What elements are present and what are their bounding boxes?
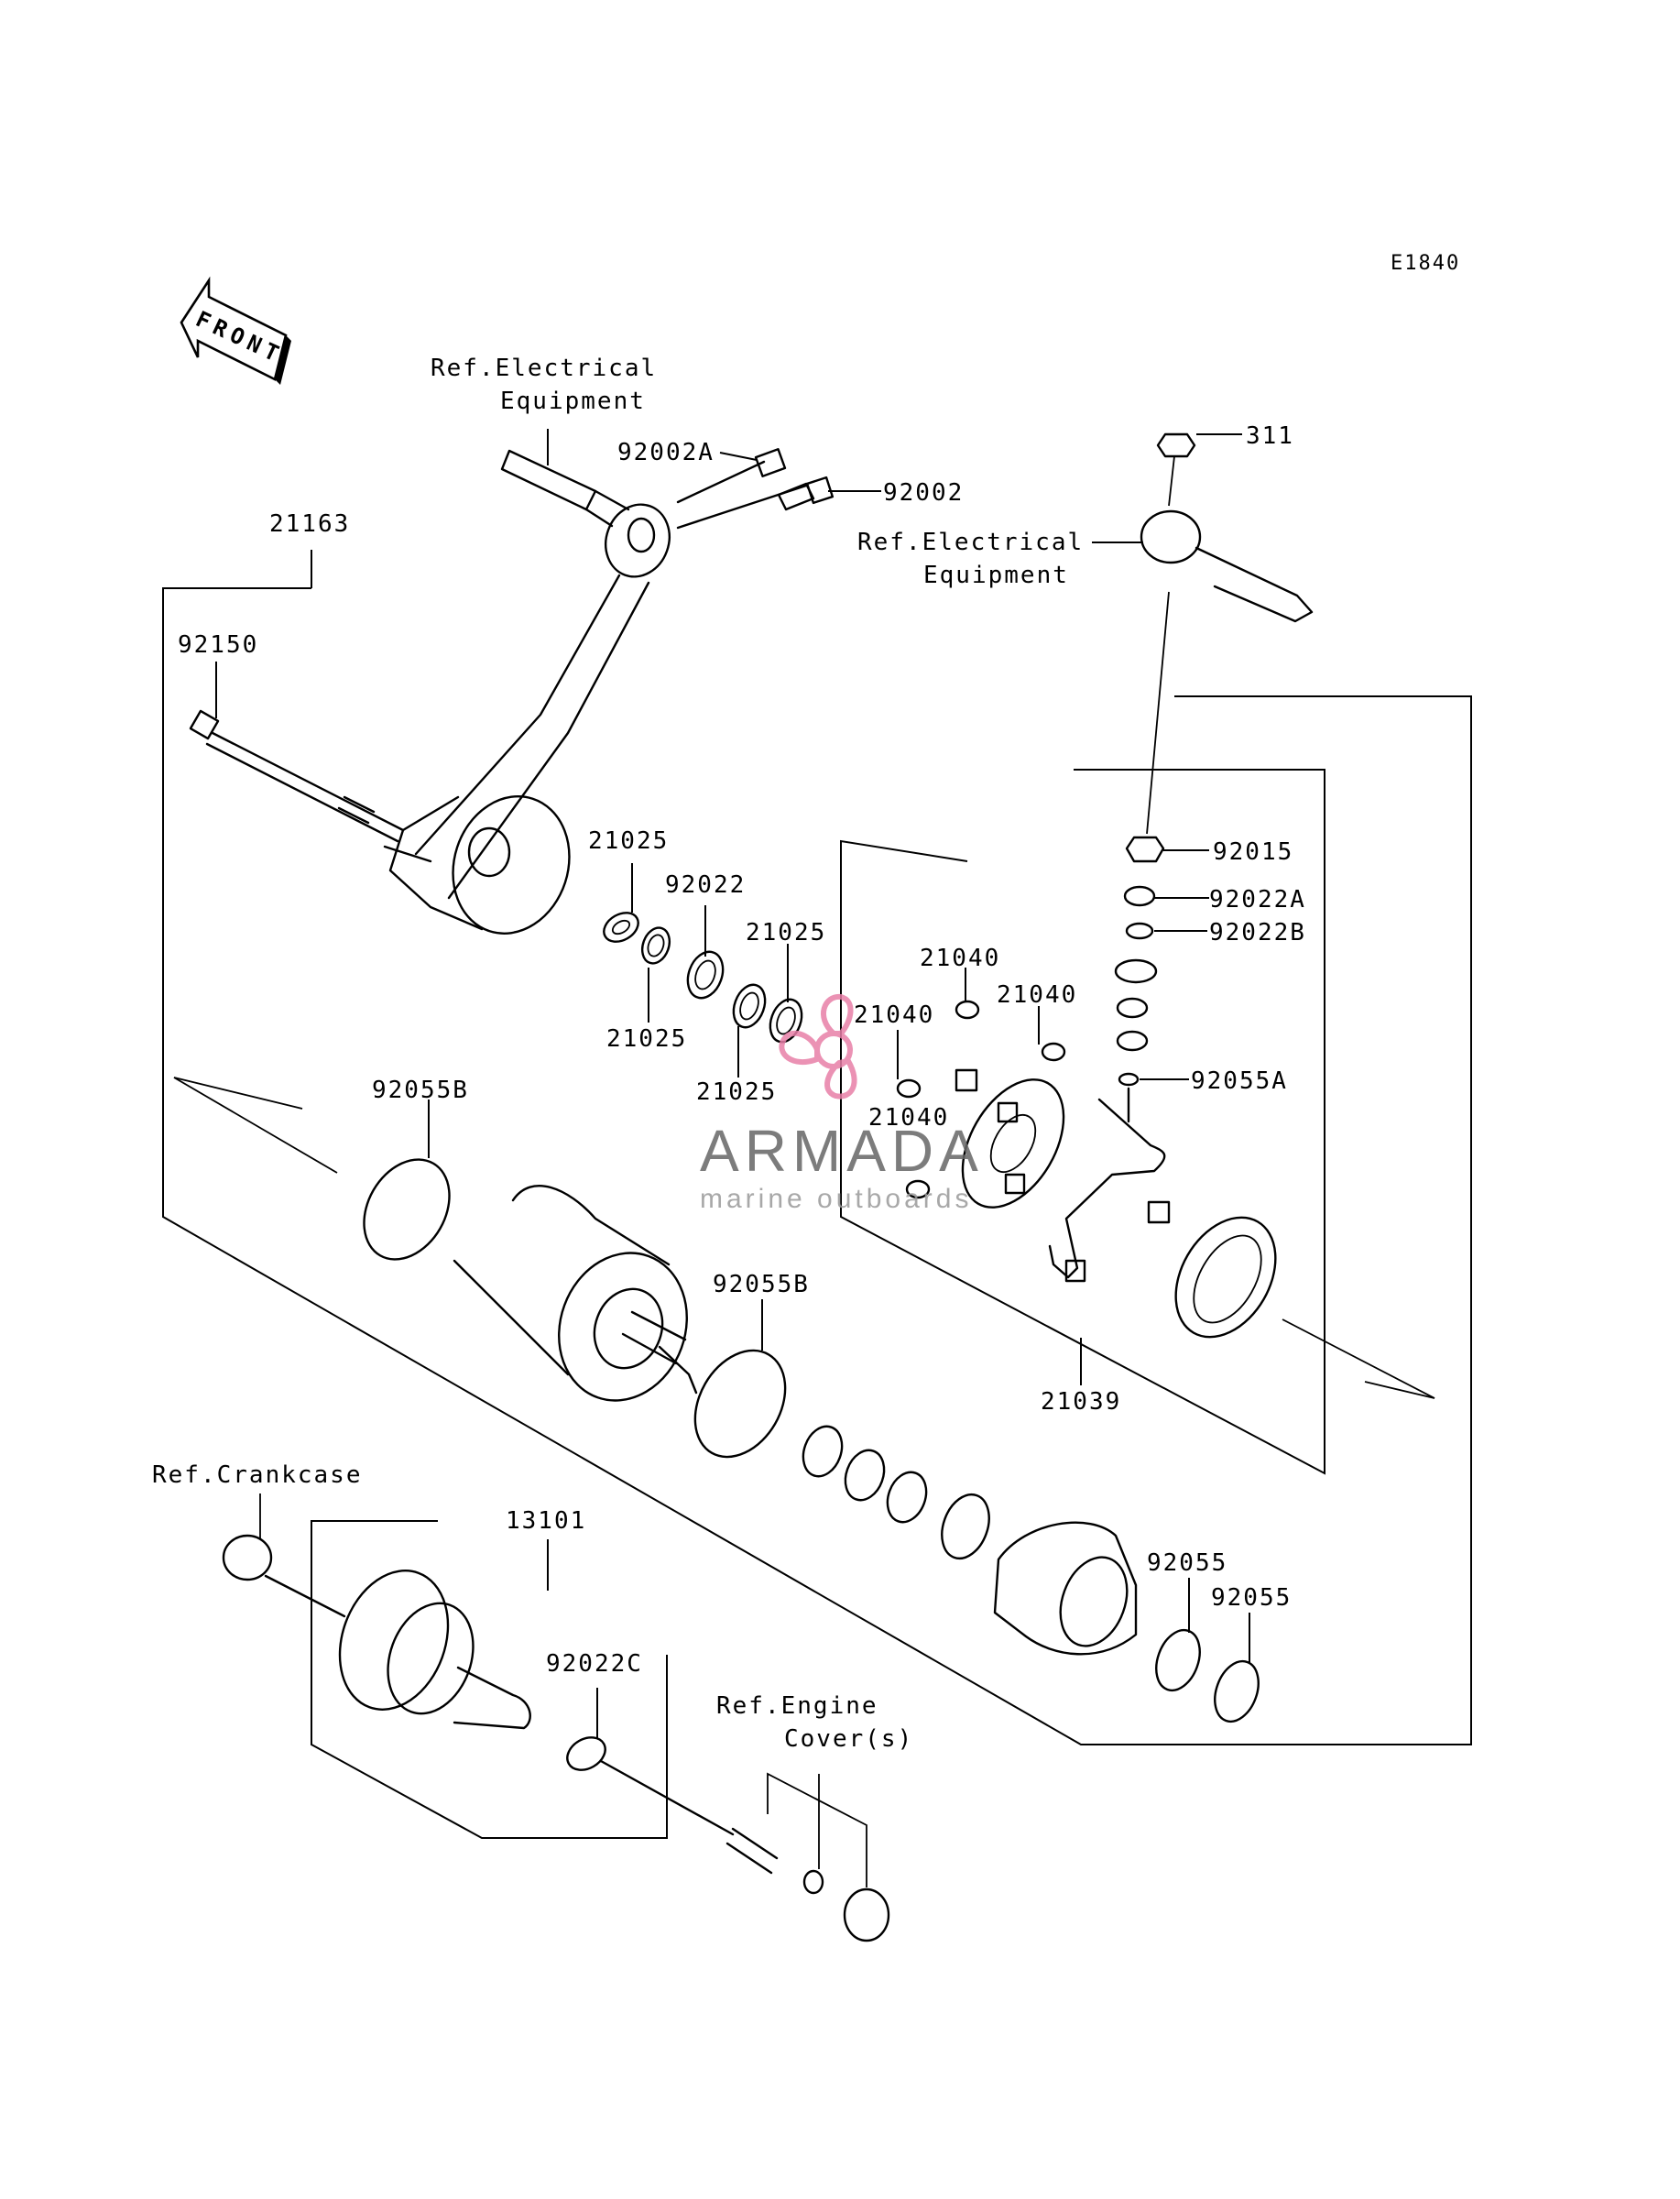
ref-engine-cover-label: Ref.Engine bbox=[716, 1692, 878, 1720]
leader bbox=[719, 452, 758, 461]
leader bbox=[767, 1772, 867, 1887]
starter-clutch bbox=[222, 1534, 890, 1942]
o-ring-92055-b bbox=[1214, 1659, 1260, 1723]
propeller-icon bbox=[779, 993, 857, 1100]
part-number-label: 21039 bbox=[1041, 1388, 1121, 1416]
part-number-label: 92015 bbox=[1213, 838, 1293, 866]
centerline bbox=[1364, 1381, 1435, 1399]
watermark-subtitle: marine outboards bbox=[700, 1184, 972, 1214]
part-number-label: 92055B bbox=[713, 1271, 810, 1298]
ref-engine-cover-label: Cover(s) bbox=[784, 1725, 913, 1753]
front-arrow-icon: FRONT bbox=[180, 276, 291, 385]
ref-crankcase-label: Ref.Crankcase bbox=[152, 1461, 363, 1489]
brush-holder bbox=[955, 1068, 1065, 1209]
o-ring-92055-a bbox=[1155, 1628, 1201, 1692]
ref-electrical-label: Equipment bbox=[923, 562, 1069, 589]
part-number-label: 92022B bbox=[1209, 919, 1306, 946]
part-number-label: 13101 bbox=[506, 1507, 586, 1535]
part-number-label: 21040 bbox=[997, 981, 1077, 1009]
part-number-label: 21040 bbox=[854, 1001, 934, 1029]
starter-motor-yoke bbox=[453, 1185, 698, 1402]
part-number-label: 21025 bbox=[696, 1078, 777, 1106]
part-number-label: 92055A bbox=[1191, 1067, 1288, 1095]
starter-front-cover bbox=[383, 795, 571, 935]
o-ring-92055B-rear bbox=[693, 1349, 787, 1459]
ref-electrical-label: Ref.Electrical bbox=[431, 355, 657, 382]
part-number-label: 21025 bbox=[588, 827, 669, 855]
terminal-hardware bbox=[1114, 432, 1314, 1087]
part-number-label: 21025 bbox=[746, 919, 826, 946]
starter-end-cover bbox=[993, 1521, 1138, 1656]
bolt-92002 bbox=[676, 476, 835, 530]
part-number-label: 92002 bbox=[883, 479, 964, 507]
assembly-outline-21039 bbox=[840, 769, 1325, 1475]
assembly-outline-13101 bbox=[311, 1520, 668, 1839]
brush-bracket bbox=[1048, 1087, 1171, 1283]
starter-cable bbox=[414, 449, 671, 900]
bolt-92150 bbox=[189, 709, 405, 843]
part-number-label: 21040 bbox=[868, 1104, 949, 1132]
ref-electrical-label: Ref.Electrical bbox=[857, 529, 1084, 556]
part-number-label: 92055B bbox=[372, 1077, 469, 1104]
part-number-label: 92022 bbox=[665, 871, 746, 899]
assembly-outline-21163 bbox=[162, 587, 1472, 1745]
part-number-label: 311 bbox=[1246, 422, 1294, 450]
brush-spring-21040 bbox=[896, 1000, 1066, 1199]
shim-stack-21025 bbox=[603, 912, 803, 1044]
centerline bbox=[1282, 1318, 1435, 1399]
centerline bbox=[173, 1077, 338, 1174]
rear-washers bbox=[802, 1425, 990, 1560]
part-number-label: 21025 bbox=[606, 1025, 687, 1053]
centerline bbox=[173, 1077, 303, 1110]
part-number-label: 92150 bbox=[178, 631, 258, 659]
diagram-code: E1840 bbox=[1391, 252, 1460, 275]
bolt-92002A bbox=[676, 448, 787, 504]
armada-logo: ARMADA marine outboards bbox=[700, 993, 984, 1214]
part-number-label: 92055 bbox=[1211, 1584, 1292, 1612]
o-ring-92055B-front bbox=[363, 1158, 451, 1261]
ref-electrical-label: Equipment bbox=[500, 388, 646, 415]
part-number-label: 21163 bbox=[269, 510, 350, 538]
part-number-label: 92002A bbox=[617, 439, 715, 466]
part-number-label: 92022A bbox=[1209, 886, 1306, 914]
watermark-title: ARMADA bbox=[700, 1118, 984, 1184]
part-number-label: 21040 bbox=[920, 945, 1000, 972]
rear-cover-ring bbox=[1174, 1216, 1277, 1339]
part-number-label: 92055 bbox=[1147, 1549, 1227, 1577]
part-number-label: 92022C bbox=[546, 1650, 643, 1678]
